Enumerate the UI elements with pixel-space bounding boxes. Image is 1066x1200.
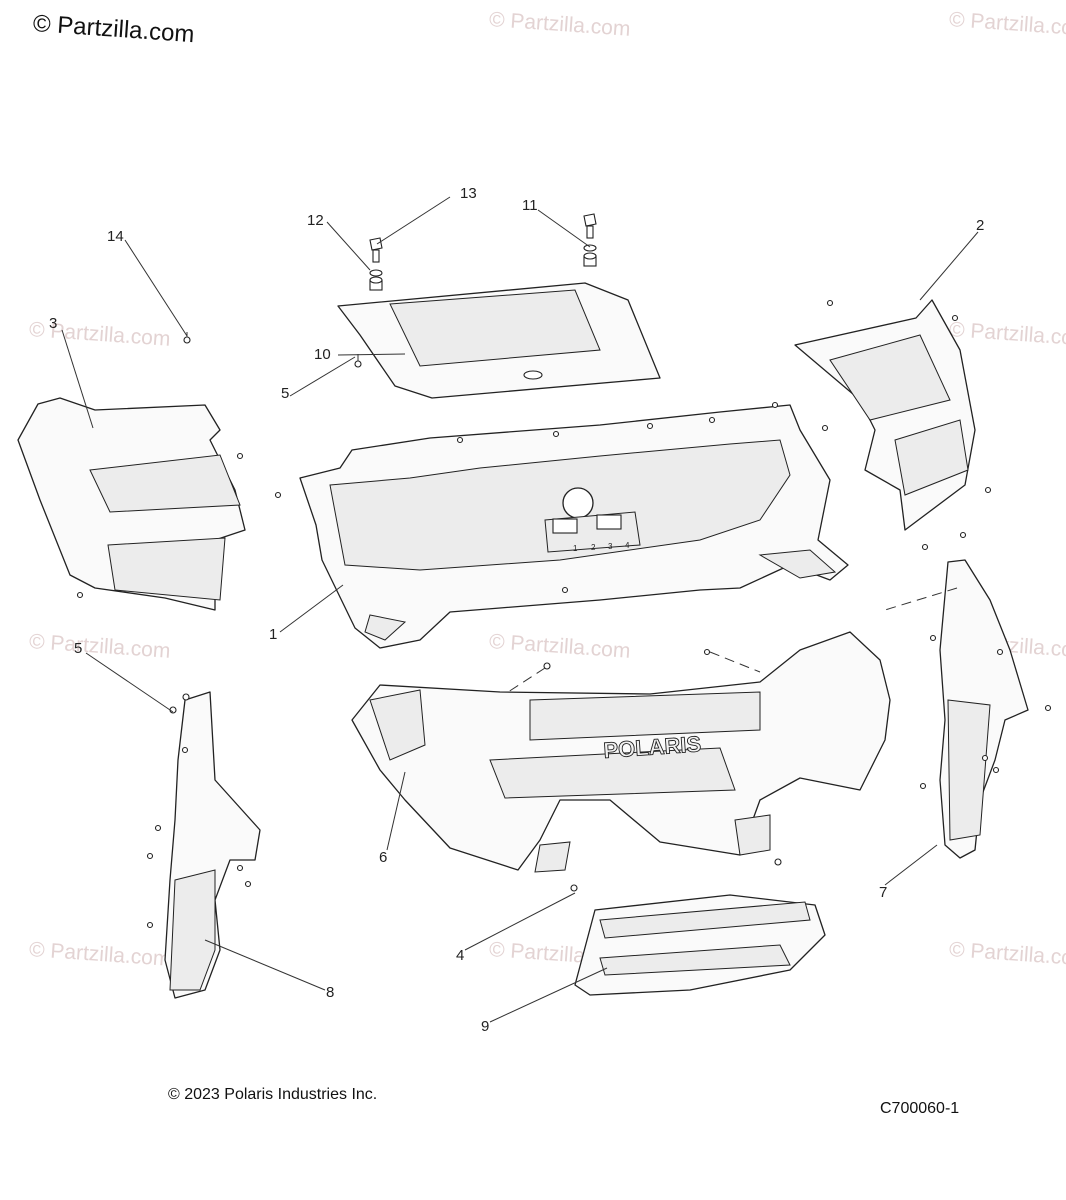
copyright-text: © 2023 Polaris Industries Inc.	[168, 1086, 378, 1103]
connector-digits: 1 2 3 4	[573, 541, 630, 553]
callout-8[interactable]: 8	[326, 984, 335, 1001]
part-4-screw[interactable]	[543, 662, 782, 892]
part-2-right-side-panel[interactable]	[794, 299, 976, 531]
assorted-fasteners	[76, 299, 1052, 929]
connector-digit: 1	[573, 544, 578, 553]
connector-digit: 4	[625, 541, 630, 550]
callout-1[interactable]: 1	[269, 626, 278, 643]
callout-10[interactable]: 10	[314, 346, 331, 363]
callout-11[interactable]: 11	[522, 197, 538, 214]
callout-9[interactable]: 9	[481, 1018, 490, 1035]
part-6-front-bumper[interactable]	[351, 631, 891, 873]
callout-13[interactable]: 13	[460, 185, 477, 202]
part-12-grommet[interactable]	[369, 269, 383, 291]
part-11-latch-fastener[interactable]	[583, 213, 597, 267]
callout-14[interactable]: 14	[107, 228, 124, 245]
callout-3[interactable]: 3	[49, 315, 58, 332]
callout-5-upper[interactable]: 5	[281, 385, 290, 402]
part-8-left-fender[interactable]	[164, 691, 261, 999]
callout-5-lower[interactable]: 5	[74, 640, 83, 657]
part-1-front-panel[interactable]	[299, 404, 849, 649]
connector-digit: 2	[591, 543, 596, 552]
part-13-latch-fastener[interactable]	[369, 237, 383, 263]
part-14-screw[interactable]	[183, 332, 191, 344]
callout-2[interactable]: 2	[976, 217, 985, 234]
callout-7[interactable]: 7	[879, 884, 888, 901]
alignment-lines	[504, 587, 958, 695]
part-10-hood-panel[interactable]	[337, 282, 661, 399]
connector-digit: 3	[608, 542, 613, 551]
callout-6[interactable]: 6	[379, 849, 388, 866]
part-7-right-fender[interactable]	[939, 559, 1029, 859]
callout-leaders	[61, 196, 979, 1023]
part-9-lower-grille[interactable]	[574, 894, 826, 996]
part-3-left-side-panel[interactable]	[17, 397, 246, 611]
diagram-id: C700060-1	[880, 1100, 960, 1117]
callout-4[interactable]: 4	[456, 947, 465, 964]
callout-12[interactable]: 12	[307, 212, 324, 229]
part-5-screw-upper[interactable]	[354, 354, 362, 368]
